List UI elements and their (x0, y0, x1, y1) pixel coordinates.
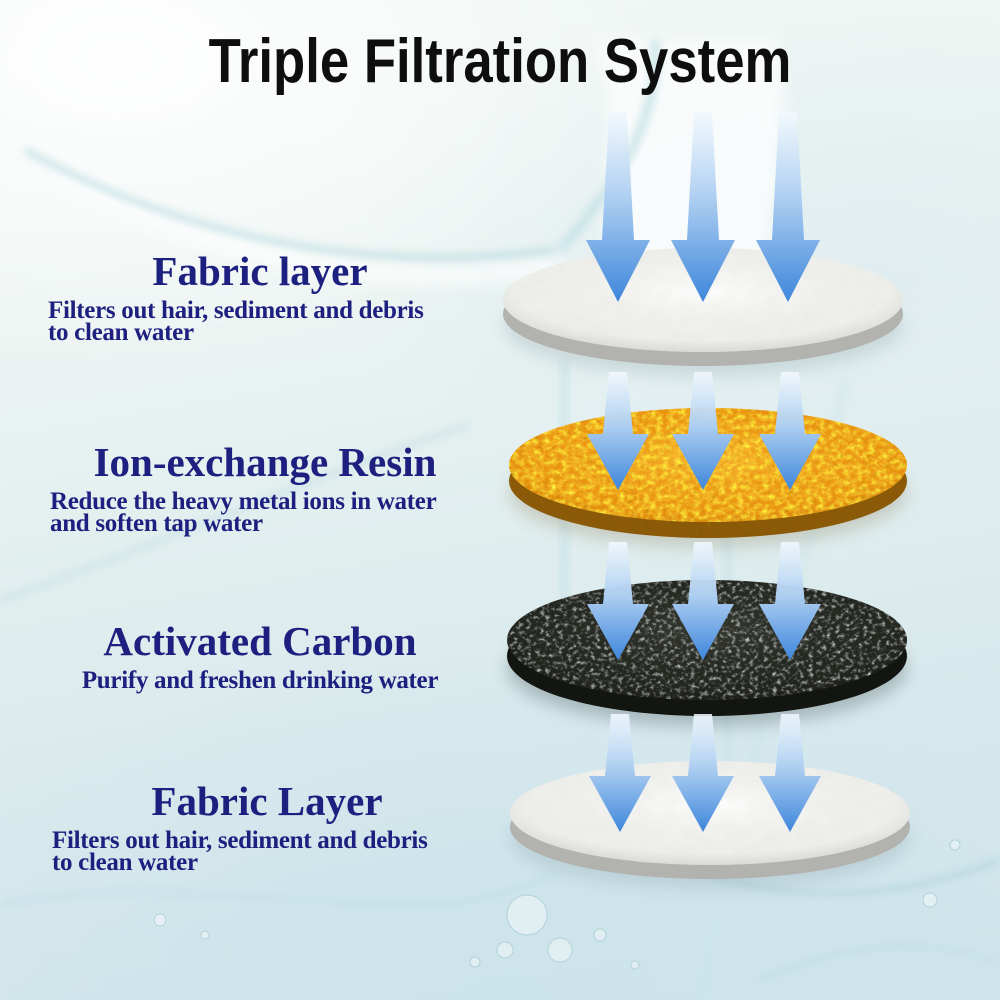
layer-label-resin: Ion-exchange Resin Reduce the heavy meta… (50, 439, 480, 537)
layer-description-line: Filters out hair, sediment and debris (52, 826, 428, 854)
water-cascade (595, 40, 785, 300)
layer-description-line: to clean water (52, 848, 198, 876)
layer-description-line: and soften tap water (50, 509, 263, 537)
layer-description-line: Reduce the heavy metal ions in water (50, 487, 437, 515)
layer-heading: Ion-exchange Resin (93, 439, 437, 485)
layer-heading: Fabric layer (152, 248, 368, 294)
flow-arrows-fabric-to-resin (587, 372, 821, 490)
flow-arrows-carbon-to-fabric (589, 714, 821, 832)
flow-arrows-resin-to-carbon (587, 542, 821, 660)
mid-diagonal-streak (0, 422, 471, 603)
layer-description-line: to clean water (48, 318, 194, 346)
layer-description-line: Purify and freshen drinking water (81, 666, 439, 694)
water-background (0, 39, 1000, 1000)
water-cascade-edge (556, 39, 661, 254)
layer-label-fabric-top: Fabric layer Filters out hair, sediment … (48, 248, 472, 346)
layer-heading: Activated Carbon (103, 618, 417, 664)
page-title: Triple Filtration System (208, 27, 792, 96)
bottom-wave (758, 943, 1000, 983)
swirl-streak-white (56, 167, 562, 284)
layer-heading: Fabric Layer (151, 778, 383, 824)
flow-arrows-inlet (586, 112, 820, 302)
layer-label-carbon: Activated Carbon Purify and freshen drin… (48, 618, 472, 694)
bubbles (153, 790, 961, 970)
swirl-streak-teal (23, 146, 556, 261)
bottom-wave (0, 869, 561, 908)
layer-description-line: Filters out hair, sediment and debris (48, 296, 424, 324)
layer-label-fabric-bottom: Fabric Layer Filters out hair, sediment … (52, 778, 482, 876)
